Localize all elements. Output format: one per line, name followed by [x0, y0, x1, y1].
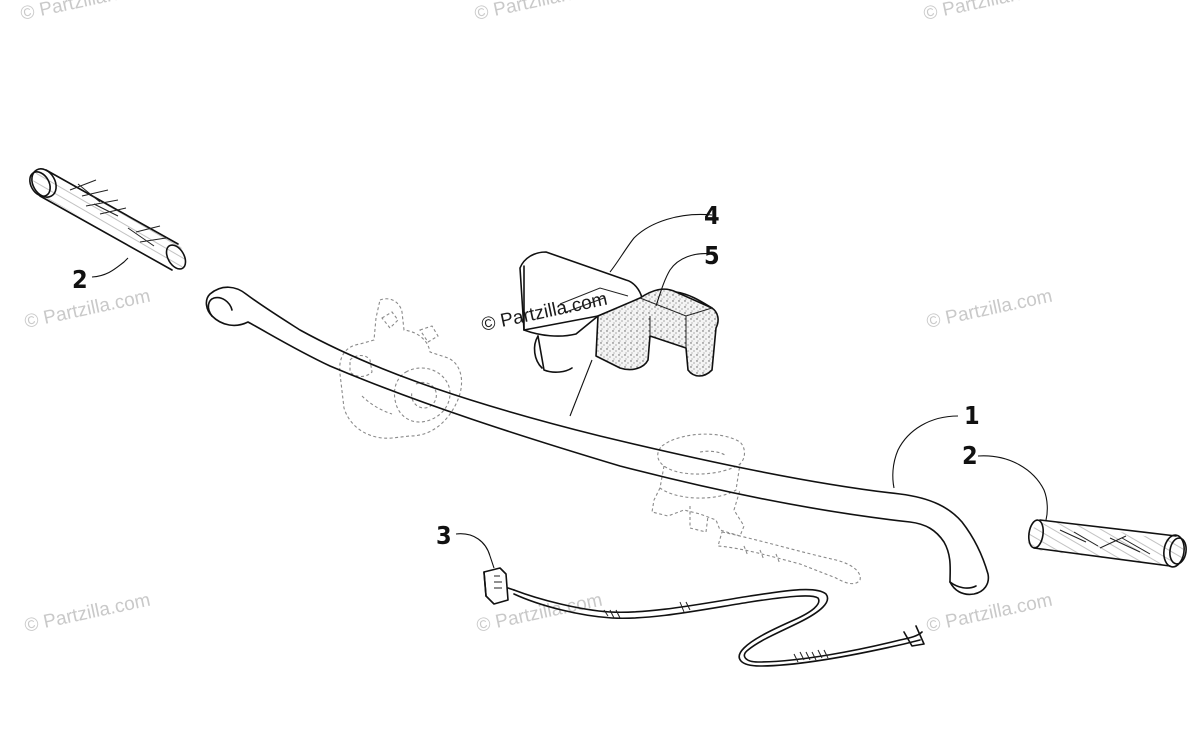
leader-grip-left	[91, 257, 129, 278]
wiring-harness	[483, 567, 925, 667]
watermark-text: © Partzilla.com	[473, 0, 603, 25]
leader-lines	[91, 213, 1048, 569]
watermark-text: © Partzilla.com	[925, 590, 1055, 637]
callout-handlebar: 1	[964, 401, 980, 430]
callout-foam-pad: 5	[704, 241, 720, 270]
leader-pad-cover	[609, 213, 713, 273]
callout-harness: 3	[436, 521, 452, 550]
watermarks: © Partzilla.com © Partzilla.com © Partzi…	[19, 0, 1055, 637]
leader-harness	[455, 533, 495, 569]
callout-grip-left: 2	[72, 265, 88, 294]
handlebar	[205, 286, 990, 596]
leader-grip-right	[977, 455, 1048, 521]
watermark-text: © Partzilla.com	[23, 590, 153, 637]
grip-right	[1027, 519, 1187, 568]
watermark-text: © Partzilla.com	[19, 0, 149, 25]
leader-pad-mount	[569, 359, 593, 417]
watermark-text-center: © Partzilla.com	[480, 289, 610, 336]
watermark-text: © Partzilla.com	[925, 286, 1055, 333]
grip-left	[29, 168, 187, 271]
callout-grip-right: 2	[962, 441, 978, 470]
watermark-text: © Partzilla.com	[475, 590, 605, 637]
callouts: 2 4 5 1 2 3	[72, 201, 980, 550]
callout-pad-cover: 4	[704, 201, 720, 230]
leader-foam-pad	[655, 253, 713, 307]
brake-lever-ghost	[651, 433, 861, 585]
left-control-housing-ghost	[339, 298, 463, 439]
foam-pad	[595, 288, 719, 377]
leader-handlebar	[892, 415, 959, 489]
watermark-text: © Partzilla.com	[922, 0, 1052, 25]
